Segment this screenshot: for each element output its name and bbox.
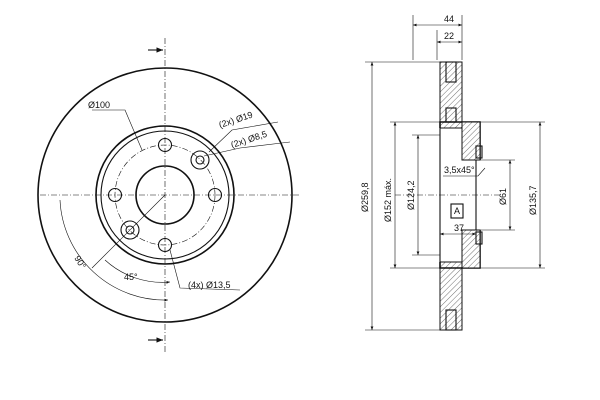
front-view: Ø100 (2x) Ø19 (2x) Ø8,5 90° 45° (4x) Ø13… [37, 38, 300, 352]
locating-hole-inner-1 [195, 155, 205, 165]
label-holes-135: (4x) Ø13,5 [188, 280, 231, 290]
label-angle-45: 45° [124, 272, 138, 282]
hat-flange-upper [461, 121, 481, 161]
disc-outer-edge [37, 67, 293, 323]
hat-outer-edge [95, 125, 235, 265]
angle-45-ref-line [91, 194, 166, 269]
leader-holes-135 [169, 249, 241, 291]
side-view: 44 22 Ø259,8 Ø152 máx. Ø124,2 [360, 14, 545, 331]
hat-ring [100, 130, 230, 260]
bolt-hole-bottom [157, 237, 173, 253]
label-depth-37: 37 [454, 223, 464, 233]
label-dia-135: Ø135,7 [528, 185, 538, 215]
bolt-hole-right [207, 187, 223, 203]
leader-hole-19 [208, 121, 279, 153]
label-chamfer: 3,5x45° [444, 165, 475, 175]
leader-chamfer [443, 167, 486, 177]
locating-hole-outer-1 [190, 150, 210, 170]
label-datum: A [454, 206, 460, 216]
angle-arc-45 [104, 259, 171, 284]
leader-pcd [92, 109, 143, 151]
bolt-hole-left [107, 187, 123, 203]
pcd-circle [114, 144, 216, 246]
hub-bolt-boss-upper [475, 145, 483, 159]
datum-box [450, 203, 464, 219]
label-dia-152: Ø152 máx. [383, 178, 393, 222]
vent-slot-upper [445, 61, 457, 83]
label-dia-124: Ø124,2 [406, 180, 416, 210]
angle-arc-90 [59, 199, 169, 302]
label-width-44: 44 [444, 14, 454, 24]
leader-hole-85 [203, 141, 291, 157]
label-pcd: Ø100 [88, 100, 110, 110]
locating-hole-outer-2 [120, 220, 140, 240]
section-upper-friction-ring [439, 61, 463, 129]
locating-hole-inner-2 [125, 225, 135, 235]
bolt-hole-top [157, 137, 173, 153]
hat-step-upper [445, 107, 457, 123]
hat-flange-lower [461, 229, 481, 269]
label-width-22: 22 [444, 31, 454, 41]
section-lower-friction-ring [439, 261, 463, 331]
hub-bolt-boss-lower [475, 231, 483, 245]
center-bore [135, 165, 195, 225]
vent-slot-lower [445, 309, 457, 331]
label-dia-61: Ø61 [498, 188, 508, 205]
label-dia-259: Ø259,8 [360, 182, 370, 212]
label-angle-90: 90° [72, 254, 88, 271]
